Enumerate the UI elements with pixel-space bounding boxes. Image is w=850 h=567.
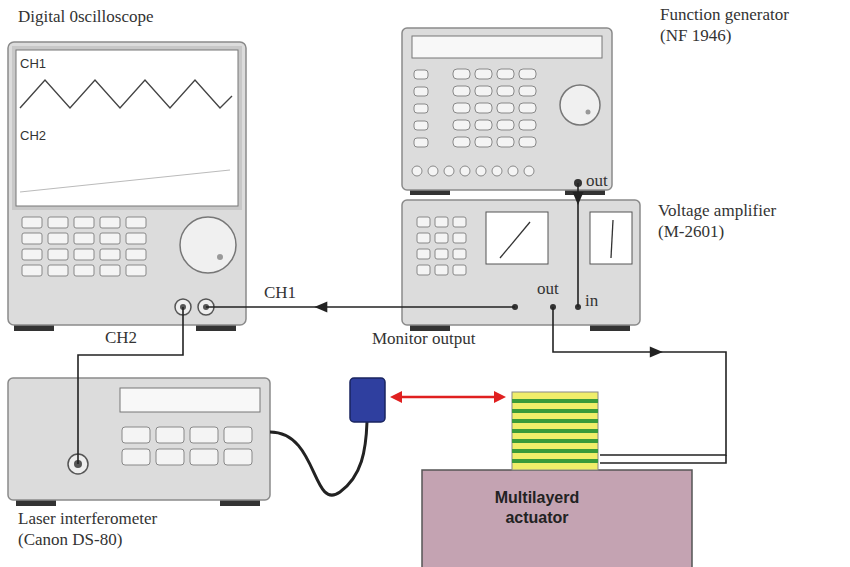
probe-cable bbox=[270, 378, 385, 495]
function-generator-box: Function generator (NF 1946)out bbox=[402, 28, 612, 190]
actuator-drawing bbox=[512, 419, 598, 423]
instrument-title: Laser interferometer (Canon DS-80) bbox=[18, 508, 178, 551]
actuator-base: Multilayerd actuator bbox=[422, 470, 692, 567]
arrow-head bbox=[650, 347, 663, 358]
oscilloscope-drawing bbox=[180, 217, 236, 273]
oscilloscope-drawing bbox=[16, 50, 238, 206]
wire-connector bbox=[78, 307, 183, 464]
laser-beam-arrow bbox=[390, 391, 506, 403]
wire-line bbox=[206, 306, 515, 308]
channel-label: CH1 bbox=[20, 56, 46, 72]
voltage-amplifier-drawing bbox=[415, 215, 469, 279]
oscilloscope-drawing bbox=[20, 170, 230, 192]
laser-beam-arrow bbox=[390, 391, 402, 403]
oscilloscope-drawing bbox=[20, 80, 232, 108]
function-generator-drawing bbox=[586, 110, 591, 115]
oscilloscope-drawing bbox=[20, 215, 150, 279]
voltage-amplifier-drawing bbox=[402, 200, 640, 331]
channel-label: CH2 bbox=[20, 128, 46, 144]
actuator-drawing bbox=[422, 470, 692, 567]
oscilloscope-drawing bbox=[8, 42, 246, 331]
laser-interferometer-drawing bbox=[8, 378, 270, 500]
actuator-drawing bbox=[512, 429, 598, 433]
function-generator-drawing bbox=[452, 68, 540, 153]
wire-connector bbox=[206, 302, 515, 313]
actuator-drawing bbox=[512, 449, 598, 453]
laser-interferometer-drawing bbox=[120, 425, 256, 469]
laser-beam-arrow bbox=[398, 396, 498, 399]
actuator-drawing bbox=[512, 392, 598, 470]
probe-cable bbox=[350, 378, 385, 422]
arrow-head bbox=[573, 192, 584, 205]
actuator-drawing bbox=[512, 459, 598, 463]
voltage-amplifier-box: Voltage amplifier (M-2601)outin bbox=[402, 200, 640, 325]
arrow-head bbox=[314, 302, 327, 313]
instrument-title: Function generator (NF 1946) bbox=[660, 4, 810, 47]
wire-line bbox=[553, 307, 726, 455]
actuator-drawing bbox=[512, 439, 598, 443]
oscilloscope-drawing bbox=[8, 42, 246, 325]
probe-cable bbox=[270, 422, 367, 495]
oscilloscope-drawing bbox=[217, 254, 223, 260]
laser-interferometer-drawing bbox=[8, 378, 270, 506]
instrument-title: Digital 0scilloscope bbox=[18, 6, 248, 27]
voltage-amplifier-drawing bbox=[500, 222, 530, 258]
wire-connector bbox=[573, 183, 584, 307]
voltage-amplifier-drawing bbox=[611, 220, 613, 258]
laser-interferometer-box: Laser interferometer (Canon DS-80) bbox=[8, 378, 270, 500]
function-generator-drawing bbox=[412, 68, 432, 153]
wire-connector bbox=[553, 307, 726, 455]
voltage-amplifier-drawing bbox=[590, 212, 632, 264]
channel-label: CH2 bbox=[103, 327, 139, 348]
function-generator-drawing bbox=[560, 85, 600, 125]
port-label: out bbox=[586, 170, 608, 191]
laser-interferometer-drawing bbox=[120, 388, 260, 412]
actuator-drawing bbox=[512, 409, 598, 413]
voltage-amplifier-drawing bbox=[486, 212, 548, 264]
actuator-label: Multilayerd actuator bbox=[462, 488, 612, 528]
function-generator-drawing bbox=[402, 28, 612, 195]
function-generator-drawing bbox=[410, 164, 538, 180]
oscilloscope-box: Digital 0scilloscope bbox=[8, 42, 246, 325]
function-generator-drawing bbox=[412, 36, 602, 58]
actuator-drawing bbox=[600, 455, 726, 463]
channel-label: CH1 bbox=[262, 282, 298, 303]
wire-line bbox=[78, 307, 183, 464]
laser-beam-arrow bbox=[494, 391, 506, 403]
actuator-drawing bbox=[422, 392, 726, 567]
port-label: out bbox=[537, 278, 559, 299]
function-generator-drawing bbox=[402, 28, 612, 190]
instrument-title: Voltage amplifier (M-2601) bbox=[658, 200, 798, 243]
signal-label: Monitor output bbox=[372, 328, 475, 349]
port-label: in bbox=[585, 290, 598, 311]
oscilloscope-drawing bbox=[12, 46, 242, 210]
actuator-drawing bbox=[512, 399, 598, 403]
